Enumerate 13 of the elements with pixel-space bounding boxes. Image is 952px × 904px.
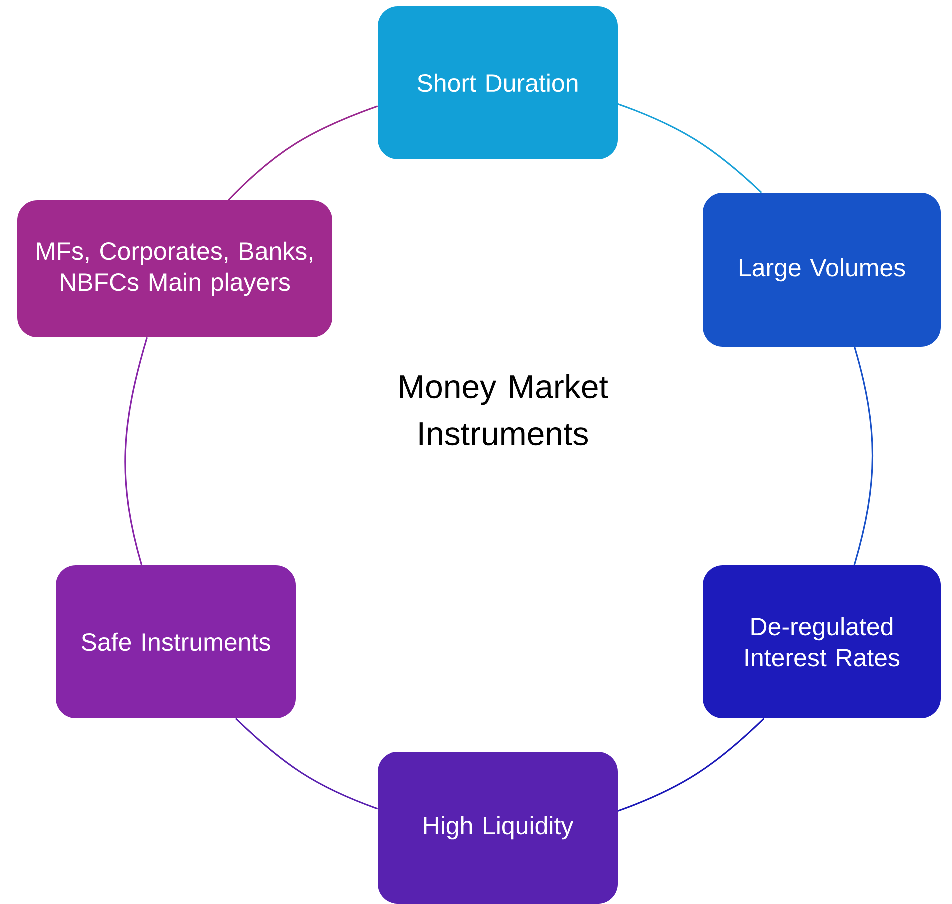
connector-arc bbox=[235, 718, 378, 810]
rounded-box: Safe Instruments bbox=[56, 566, 296, 718]
connector-arc bbox=[228, 106, 378, 201]
connector-arc bbox=[618, 718, 765, 812]
rounded-box: High Liquidity bbox=[378, 752, 618, 904]
connector-arc bbox=[854, 347, 874, 566]
rounded-box: Short Duration bbox=[378, 6, 618, 160]
rounded-box: De-regulated Interest Rates bbox=[703, 566, 942, 718]
rounded-box: MFs, Corporates, Banks, NBFCs Main players bbox=[18, 200, 332, 338]
connector-arc bbox=[618, 103, 762, 194]
center-title: Money Market Instruments bbox=[400, 374, 608, 446]
connector-arc bbox=[124, 337, 148, 566]
rounded-box: Large Volumes bbox=[703, 193, 942, 347]
